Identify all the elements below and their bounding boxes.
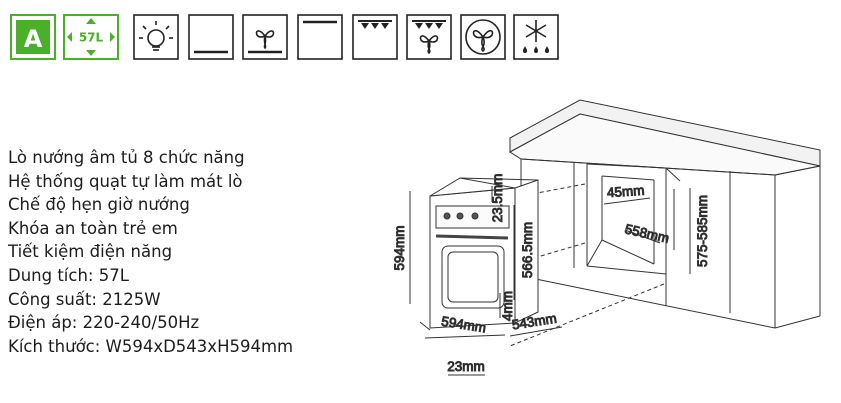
spec-item: Công suất: 2125W: [8, 289, 161, 309]
installation-diagram: 594mm 23.5mm 566.5mm 4mm 594mm 543mm 23m…: [380, 88, 841, 403]
dim-oven-width: 594mm: [440, 314, 487, 336]
fan-grill-icon: [406, 14, 452, 60]
spec-item: Tiết kiệm điện năng: [8, 242, 173, 262]
spec-item: Kích thước: W594xD543xH594mm: [8, 336, 294, 356]
spec-list: Lò nướng âm tủ 8 chức năng Hệ thống quạt…: [8, 146, 293, 358]
dim-inner-height: 566.5mm: [520, 222, 535, 278]
dim-top-gap: 23.5mm: [490, 174, 505, 223]
dim-niche-top: 45mm: [606, 183, 644, 201]
spec-item: Lò nướng âm tủ 8 chức năng: [8, 148, 245, 167]
grill-icon: [352, 14, 398, 60]
spec-item: Điện áp: 220-240/50Hz: [8, 313, 200, 333]
dim-oven-height: 594mm: [392, 225, 407, 270]
dim-niche-depth: 558mm: [623, 221, 670, 246]
oven-drawing: [429, 177, 539, 329]
spec-item: Chế độ hẹn giờ nướng: [8, 195, 190, 215]
dimension-lines: [409, 186, 691, 376]
fan-icon: [460, 14, 506, 60]
cabinet-drawing: [499, 99, 821, 347]
spec-item: Hệ thống quạt tự làm mát lò: [8, 171, 243, 191]
defrost-icon: [513, 14, 559, 60]
energy-class-badge: A: [10, 14, 56, 60]
oven-lamp-icon: [133, 14, 179, 60]
energy-class-letter: A: [24, 25, 43, 53]
bottom-heat-icon: [188, 14, 234, 60]
dim-niche-height: 575-585mm: [695, 195, 710, 267]
fan-bottom-heat-icon: [242, 14, 288, 60]
spec-item: Khóa an toàn trẻ em: [8, 218, 178, 238]
top-heat-icon: [297, 14, 343, 60]
dim-door-thickness: 23mm: [447, 359, 485, 374]
capacity-badge: 57L: [63, 14, 119, 60]
capacity-text: 57L: [79, 31, 104, 45]
spec-item: Dung tích: 57L: [8, 265, 129, 285]
dim-bottom-gap: 4mm: [500, 291, 515, 321]
